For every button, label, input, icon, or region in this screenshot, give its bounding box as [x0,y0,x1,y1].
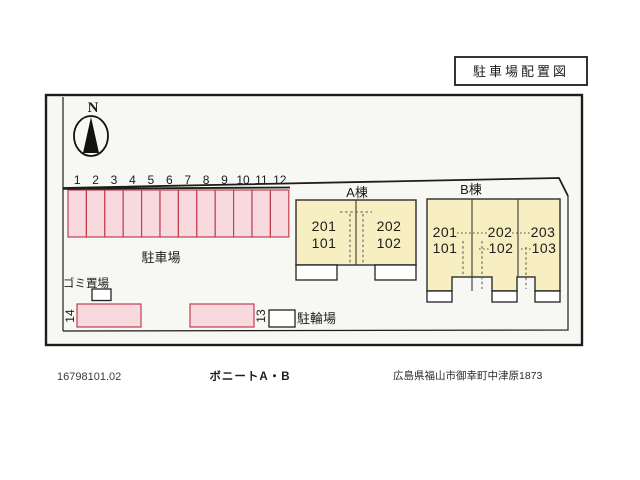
parking-space-13 [189,303,255,328]
garbage-box [91,288,112,302]
room-b-201: 201 [433,224,458,240]
space-number-13: 13 [254,309,268,323]
compass-circle [73,115,109,157]
parking-space-9 [214,189,235,238]
north-label: N [88,100,99,116]
property-address: 広島県福山市御幸町中津原1873 [393,369,543,382]
parking-space-1 [67,189,87,238]
parking-space-3 [104,189,124,238]
room-a-202: 202 [377,218,402,234]
site-boundary [62,97,569,332]
garbage-label: ゴミ置場 [63,276,109,290]
parking-space-7 [177,189,198,238]
parking-space-5 [141,189,161,238]
bicycle-label: 駐輪場 [297,311,336,326]
garbage-area: ゴミ置場 [63,276,112,302]
parking-space-6 [159,189,179,238]
bicycle-parking: 駐輪場 [268,309,336,328]
space-number-1: 1 [74,173,81,187]
parking-space-12 [269,189,290,238]
space-number-10: 10 [236,173,250,187]
room-a-201: 201 [312,218,337,234]
room-b-202: 202 [488,224,513,240]
space-number-5: 5 [148,173,155,187]
extra-parking-stalls: 14 13 [63,303,268,328]
drawing-number: 16798101.02 [57,371,121,383]
parking-space-numbers: 1 2 3 4 5 6 7 8 9 10 11 12 [74,173,287,187]
space-number-2: 2 [92,173,99,187]
building-b-porch-2 [491,290,518,303]
space-number-12: 12 [273,173,287,187]
drawing-title: 駐車場配置図 [473,64,569,79]
building-a: A棟 201 101 202 102 [295,185,417,281]
parking-space-8 [196,189,216,238]
parking-area-label: 駐車場 [141,250,180,265]
space-number-4: 4 [129,173,136,187]
room-a-101: 101 [312,235,337,251]
compass-needle-icon [83,117,99,153]
footer: 16798101.02 ボニートA・B 広島県福山市御幸町中津原1873 [57,369,543,383]
space-number-3: 3 [111,173,118,187]
space-number-6: 6 [166,173,173,187]
north-compass: N [73,100,109,157]
parking-space-2 [85,189,106,238]
building-b: B棟 201 101 202 102 203 103 [426,182,561,303]
space-number-8: 8 [203,173,210,187]
room-b-101: 101 [433,240,458,256]
building-b-name: B棟 [460,182,482,197]
space-number-9: 9 [221,173,228,187]
space-number-7: 7 [184,173,191,187]
parking-space-10 [233,189,253,238]
building-a-name: A棟 [346,185,368,200]
building-a-porch-1 [295,264,338,281]
parking-stalls [62,186,291,238]
bicycle-box [268,309,296,328]
parking-space-14 [76,303,142,328]
room-b-103: 103 [532,240,557,256]
building-a-porch-2 [374,264,417,281]
space-number-14: 14 [63,309,77,323]
drawing-title-box: 駐車場配置図 [454,56,588,86]
building-b-porch-1 [426,290,453,303]
building-b-porch-3 [534,290,561,303]
parking-space-11 [251,189,271,238]
parking-space-4 [122,189,143,238]
property-name: ボニートA・B [209,369,290,383]
room-a-102: 102 [377,235,402,251]
space-number-11: 11 [255,173,268,187]
room-b-102: 102 [489,240,514,256]
room-b-203: 203 [531,224,556,240]
